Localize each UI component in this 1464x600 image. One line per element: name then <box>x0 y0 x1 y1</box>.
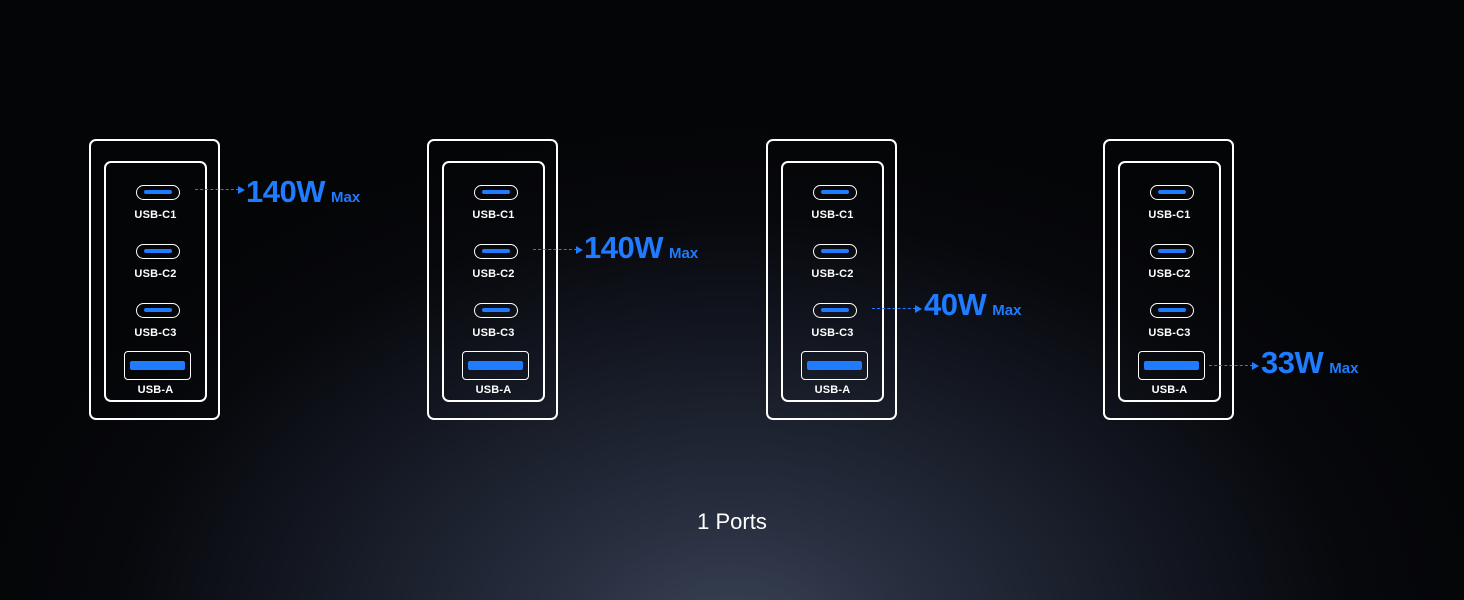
port-label-usb-c2: USB-C2 <box>472 268 515 280</box>
port-label-usb-a: USB-A <box>1151 384 1188 396</box>
port-label-usb-c1: USB-C1 <box>472 209 515 221</box>
port-label-usb-c1: USB-C1 <box>811 209 854 221</box>
usb-c1-port-icon <box>474 185 518 200</box>
power-max-label: Max <box>1329 360 1359 377</box>
port-label-usb-a: USB-A <box>814 384 851 396</box>
port-label-usb-c3: USB-C3 <box>134 327 177 339</box>
port-label-usb-c2: USB-C2 <box>1148 268 1191 280</box>
power-watt-value: 140W <box>246 174 325 209</box>
usb-a-port-icon <box>1138 351 1205 380</box>
power-rating-4: 33W Max <box>1261 345 1358 381</box>
ports-caption: 1 Ports <box>697 509 767 534</box>
port-label-usb-c3: USB-C3 <box>472 327 515 339</box>
power-max-label: Max <box>330 189 361 206</box>
power-max-label: Max <box>992 302 1022 319</box>
usb-c3-port-icon <box>474 303 518 318</box>
port-label-usb-c2: USB-C2 <box>811 268 854 280</box>
usb-c2-port-icon <box>813 244 857 259</box>
port-label-usb-c3: USB-C3 <box>1148 327 1191 339</box>
power-max-label: Max <box>668 245 699 262</box>
usb-a-port-icon <box>462 351 529 380</box>
power-watt-value: 140W <box>584 230 663 265</box>
port-label-usb-c1: USB-C1 <box>134 209 177 221</box>
dashed-arrow-icon <box>872 304 922 314</box>
usb-c1-port-icon <box>1150 185 1194 200</box>
port-label-usb-c1: USB-C1 <box>1148 209 1191 221</box>
usb-c3-port-icon <box>1150 303 1194 318</box>
usb-c1-port-icon <box>136 185 180 200</box>
port-label-usb-c2: USB-C2 <box>134 268 177 280</box>
power-watt-value: 40W <box>924 287 987 322</box>
power-rating-3: 40W Max <box>924 287 1021 323</box>
charger-port-panel: USB-C1 USB-C2 USB-C3 USB-A <box>781 161 884 402</box>
power-watt-value: 33W <box>1261 345 1324 380</box>
usb-a-port-icon <box>124 351 191 380</box>
usb-a-port-icon <box>801 351 868 380</box>
port-label-usb-a: USB-A <box>475 384 512 396</box>
dashed-arrow-icon <box>1209 361 1259 371</box>
dashed-arrow-icon <box>195 185 245 195</box>
usb-c1-port-icon <box>813 185 857 200</box>
usb-c3-port-icon <box>813 303 857 318</box>
usb-c2-port-icon <box>474 244 518 259</box>
usb-c3-port-icon <box>136 303 180 318</box>
port-label-usb-a: USB-A <box>137 384 174 396</box>
charger-port-panel: USB-C1 USB-C2 USB-C3 USB-A <box>442 161 545 402</box>
port-label-usb-c3: USB-C3 <box>811 327 854 339</box>
usb-c2-port-icon <box>136 244 180 259</box>
charger-diagram-1: USB-C1 USB-C2 USB-C3 USB-A <box>89 139 220 420</box>
power-rating-2: 140W Max <box>584 230 698 266</box>
charger-port-panel: USB-C1 USB-C2 USB-C3 USB-A <box>1118 161 1221 402</box>
charger-diagram-3: USB-C1 USB-C2 USB-C3 USB-A <box>766 139 897 420</box>
charger-diagram-2: USB-C1 USB-C2 USB-C3 USB-A <box>427 139 558 420</box>
power-rating-1: 140W Max <box>246 174 360 210</box>
charger-diagram-4: USB-C1 USB-C2 USB-C3 USB-A <box>1103 139 1234 420</box>
usb-c2-port-icon <box>1150 244 1194 259</box>
charger-port-panel: USB-C1 USB-C2 USB-C3 USB-A <box>104 161 207 402</box>
dashed-arrow-icon <box>533 245 583 255</box>
